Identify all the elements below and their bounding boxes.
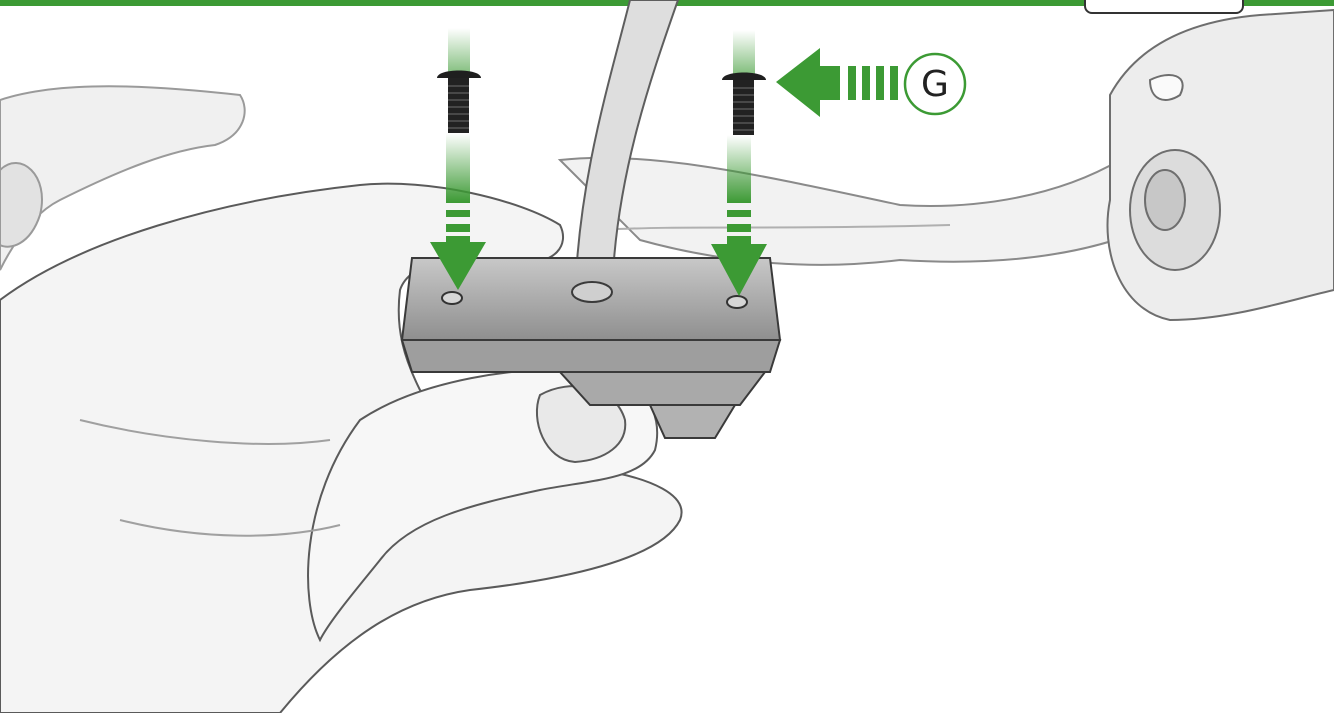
screw-hole-right (727, 296, 747, 308)
screw-icon (722, 30, 766, 135)
bar-sketch (560, 158, 1130, 265)
screw-hole-left (442, 292, 462, 304)
clamp-sketch-right (1108, 10, 1334, 320)
arrow-left-icon (776, 48, 898, 117)
post-sketch (575, 0, 678, 300)
screw-icon (437, 28, 481, 133)
callout-circle (905, 54, 965, 114)
